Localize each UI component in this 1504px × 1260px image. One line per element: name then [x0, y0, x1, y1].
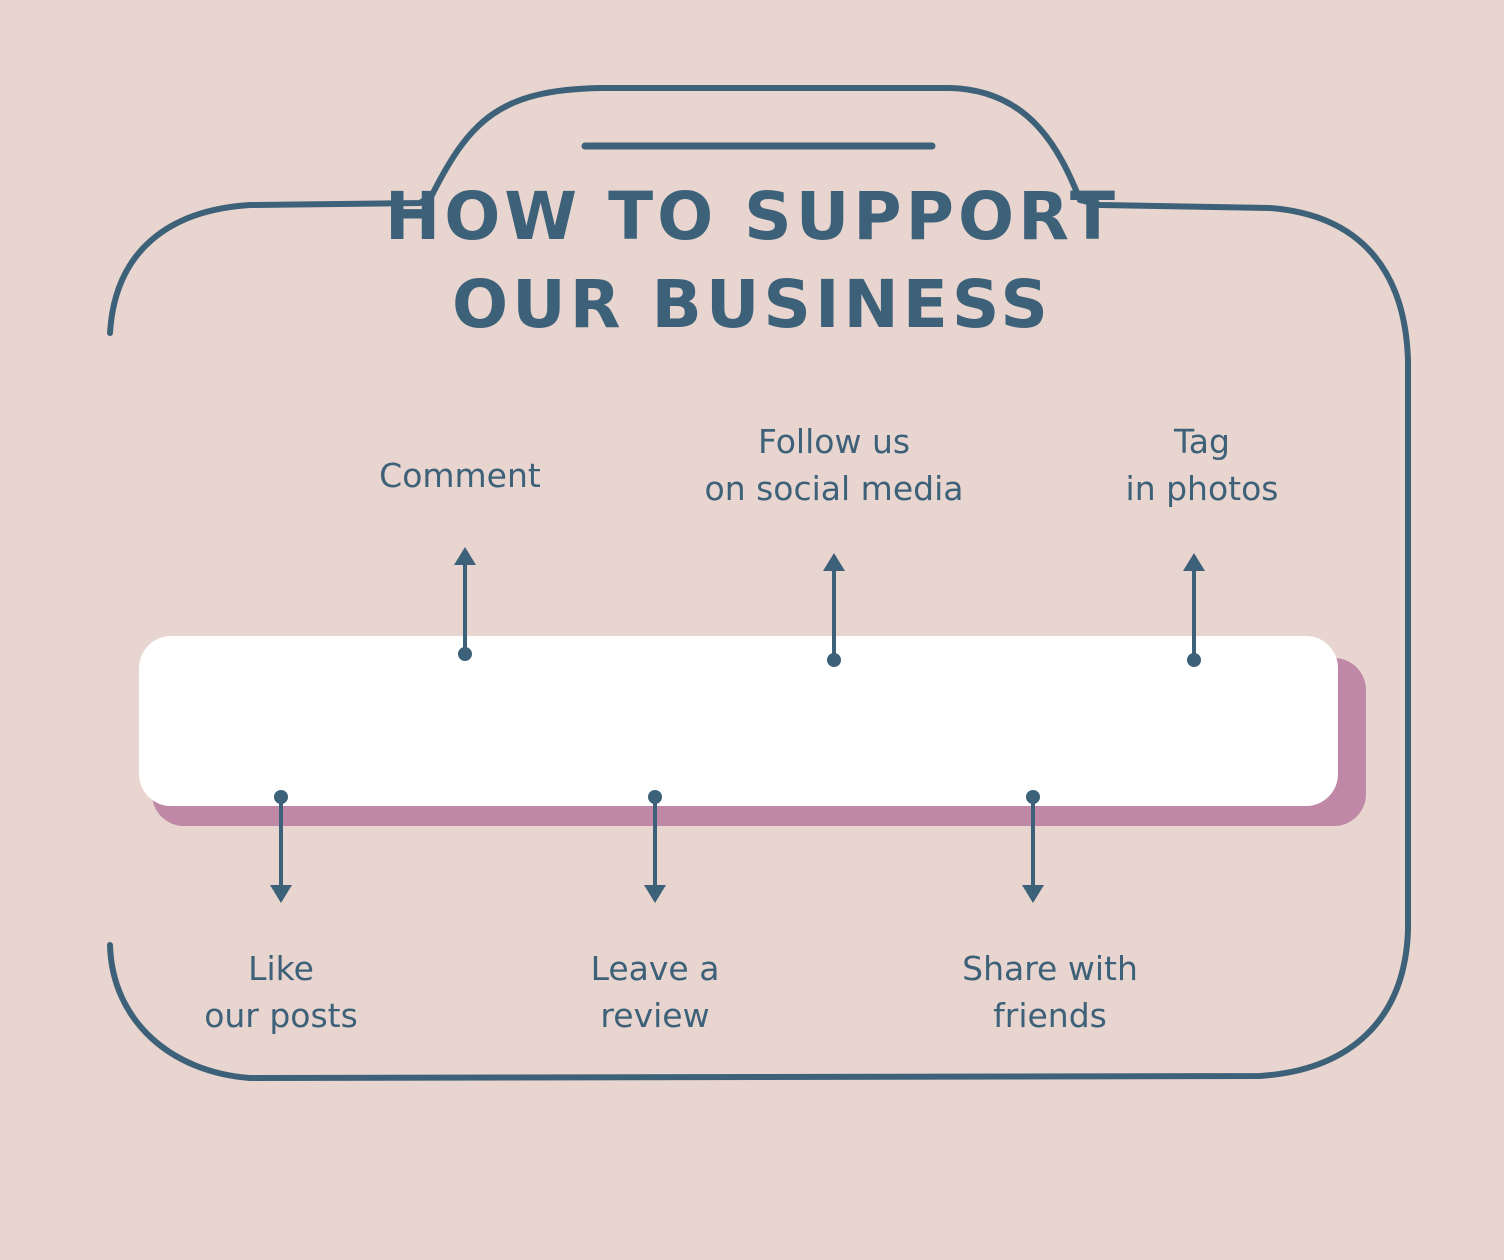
label-line: Follow us — [757, 422, 911, 461]
label-tag: Tag in photos — [1126, 418, 1279, 512]
label-line: review — [600, 996, 710, 1035]
label-line: our posts — [204, 996, 358, 1035]
title-line-1: HOW TO SUPPORT — [384, 178, 1120, 255]
label-line: Share with — [962, 949, 1138, 988]
label-line: Tag — [1174, 422, 1230, 461]
title-line-2: OUR BUSINESS — [452, 266, 1052, 343]
label-line: Comment — [379, 456, 541, 495]
frame-border — [107, 85, 1411, 1082]
label-follow: Follow us on social media — [705, 418, 964, 512]
label-line: friends — [993, 996, 1107, 1035]
label-line: Like — [248, 949, 314, 988]
label-line: on social media — [704, 469, 964, 508]
label-like: Like our posts — [204, 945, 358, 1039]
label-share: Share with friends — [962, 945, 1138, 1039]
label-comment: Comment — [379, 452, 541, 499]
label-line: in photos — [1125, 469, 1279, 508]
central-bar — [139, 636, 1338, 806]
label-line: Leave a — [590, 949, 720, 988]
label-review: Leave a review — [591, 945, 720, 1039]
